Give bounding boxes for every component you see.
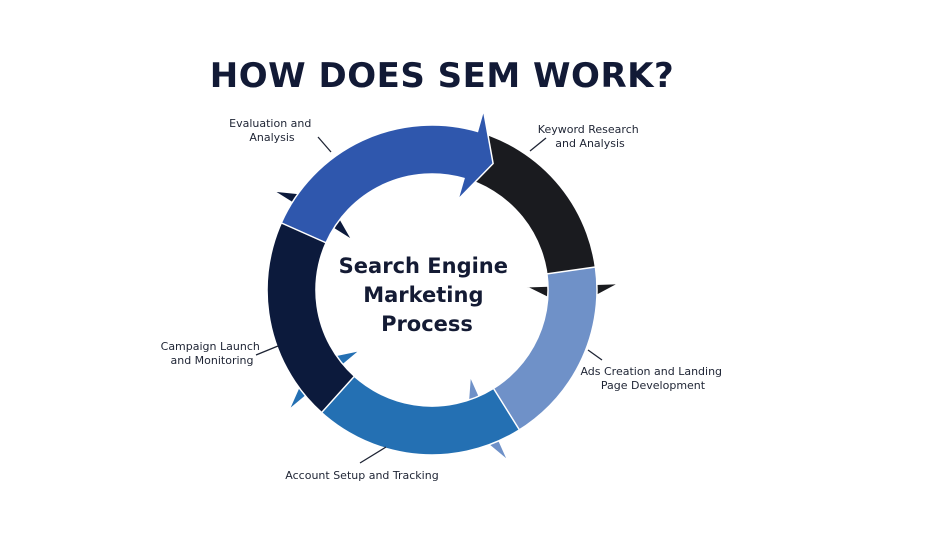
step-label-campaign-launch: Campaign Launch and Monitoring — [161, 340, 264, 367]
step-label-evaluation: Evaluation and Analysis — [229, 117, 315, 144]
leader-line-campaign — [255, 345, 279, 356]
leader-line-ads — [587, 349, 603, 361]
step-label-ads-creation: Ads Creation and Landing Page Developmen… — [580, 365, 725, 392]
leader-line-evaluation — [317, 136, 332, 153]
step-label-account-setup: Account Setup and Tracking — [285, 469, 438, 482]
leader-line-keyword — [529, 137, 547, 152]
cycle-arrow-campaign-launch — [266, 190, 356, 414]
leader-line-account — [359, 446, 387, 464]
page-title: HOW DOES SEM WORK? — [209, 56, 675, 96]
cycle-arrow-evaluation — [280, 109, 494, 244]
step-label-keyword-research: Keyword Research and Analysis — [538, 123, 642, 150]
cycle-arrow-keyword-research — [459, 128, 620, 310]
center-label: Search Engine Marketing Process — [339, 254, 516, 336]
